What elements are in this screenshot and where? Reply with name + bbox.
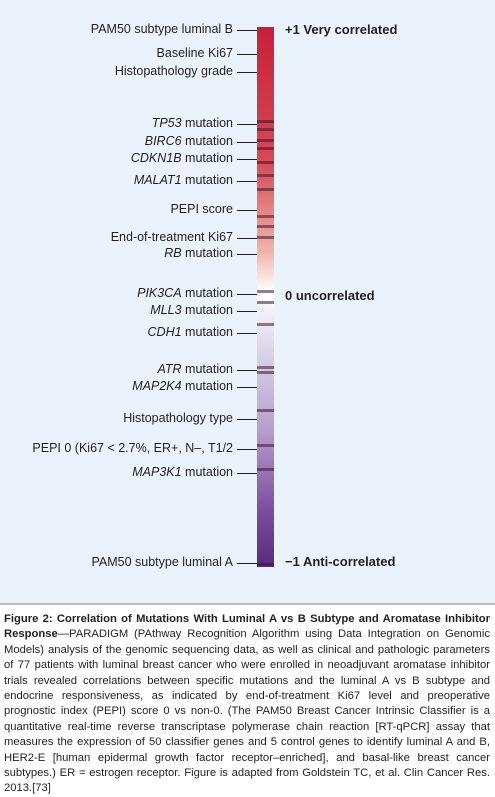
correlation-band [257,138,274,142]
scale-top-label: +1 Very correlated [285,22,398,37]
caption-divider [0,603,495,605]
parameter-label: Baseline Ki67 [157,46,233,61]
parameter-text: mutation [181,303,233,317]
leader-line [237,210,257,211]
leader-line [237,54,257,55]
leader-line [237,72,257,73]
correlation-band [257,214,274,218]
leader-line [237,473,257,474]
leader-line [237,142,257,143]
parameter-text: mutation [181,173,233,187]
correlation-band [257,290,274,294]
leader-line [237,333,257,334]
parameter-text: mutation [181,465,233,479]
parameter-text: mutation [181,325,233,339]
parameter-label: TP53 mutation [152,116,233,131]
parameter-text: Histopathology grade [114,64,233,78]
gene-name: RB [164,246,182,260]
parameter-label: Histopathology type [123,411,233,426]
parameter-text: mutation [181,116,233,130]
parameter-text: mutation [181,151,233,165]
correlation-band [257,468,274,472]
correlation-band [257,160,274,164]
scale-mid-label: 0 uncorrelated [285,288,375,303]
correlation-band [257,174,274,177]
parameter-text: Histopathology type [123,411,233,425]
correlation-band [257,120,274,123]
leader-line [237,563,257,564]
leader-line [237,254,257,255]
leader-line [237,181,257,182]
parameter-label: MAP3K1 mutation [132,465,233,480]
leader-line [237,370,257,371]
correlation-band [257,562,274,566]
parameter-label: PAM50 subtype luminal B [91,22,233,37]
parameter-label: PAM50 subtype luminal A [91,555,233,570]
parameter-text: PEPI 0 (Ki67 < 2.7%, ER+, N–, T1/2 [32,441,233,455]
correlation-band [257,408,274,412]
parameter-text: PAM50 subtype luminal A [91,555,233,569]
parameter-text: mutation [181,362,233,376]
gene-name: CDKN1B [130,151,182,165]
correlation-band [257,300,274,304]
parameter-text: PAM50 subtype luminal B [90,22,233,36]
gene-name: MLL3 [150,303,182,317]
leader-line [237,419,257,420]
gene-name: TP53 [151,116,182,130]
caption-body: —PARADIGM (PAthway Recognition Algorithm… [4,628,490,795]
parameter-text: Baseline Ki67 [156,46,233,60]
correlation-band [257,371,274,375]
correlation-band [257,444,274,447]
parameter-text: mutation [181,379,233,393]
parameter-text: mutation [181,246,233,260]
parameter-label: MAP2K4 mutation [132,379,233,394]
parameter-label: PEPI score [170,202,233,217]
leader-line [237,238,257,239]
gene-name: MALAT1 [133,173,182,187]
gene-name: ATR [157,362,182,376]
correlation-band [257,236,274,240]
parameter-label: CDH1 mutation [148,325,233,340]
leader-line [237,387,257,388]
parameter-text: mutation [181,286,233,300]
parameter-label: MALAT1 mutation [134,173,233,188]
parameter-label: PIK3CA mutation [137,286,233,301]
gene-name: PIK3CA [137,286,182,300]
correlation-band [257,187,274,191]
leader-line [237,449,257,450]
gene-name: BIRC6 [144,134,182,148]
scale-bottom-label: −1 Anti-correlated [285,554,396,569]
parameter-text: End-of-treatment Ki67 [110,230,233,244]
leader-line [237,124,257,125]
parameter-text: PEPI score [170,202,233,216]
parameter-label: PEPI 0 (Ki67 < 2.7%, ER+, N–, T1/2 [32,441,233,456]
caption-title: Figure 2: Correlation of Mutations With … [4,613,490,641]
parameter-label: Histopathology grade [115,64,233,79]
correlation-band [257,365,274,369]
leader-line [237,294,257,295]
correlation-band [257,322,274,326]
leader-line [237,30,257,31]
parameter-label: CDKN1B mutation [131,151,233,166]
parameter-label: RB mutation [164,246,233,261]
gene-name: CDH1 [147,325,182,339]
correlation-band [257,147,274,150]
parameter-label: ATR mutation [158,362,234,377]
leader-line [237,311,257,312]
correlation-scale-bar [257,27,274,567]
correlation-band [257,225,274,229]
leader-line [237,159,257,160]
gene-name: MAP2K4 [132,379,182,393]
figure-caption: Figure 2: Correlation of Mutations With … [4,612,490,797]
correlation-band [257,128,274,132]
parameter-text: mutation [181,134,233,148]
parameter-label: BIRC6 mutation [145,134,233,149]
parameter-label: MLL3 mutation [150,303,233,318]
parameter-label: End-of-treatment Ki67 [111,230,233,245]
gene-name: MAP3K1 [132,465,182,479]
